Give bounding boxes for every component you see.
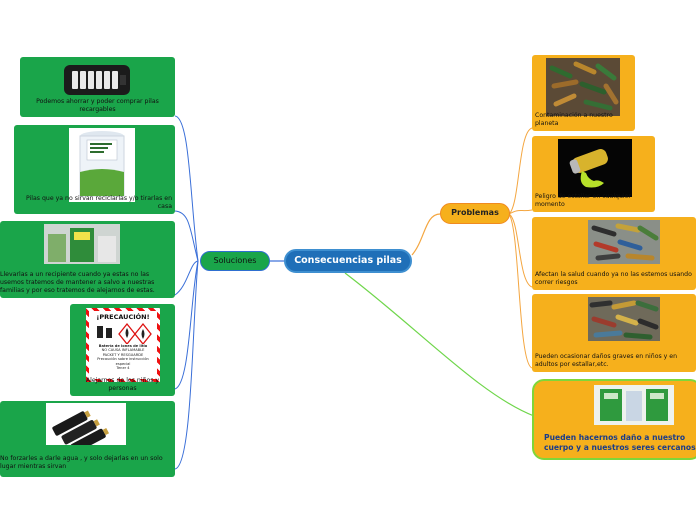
collection-bin-image: [44, 224, 120, 264]
solution-card-2[interactable]: Pilas que ya no sirvan reciclarlas y/o t…: [14, 125, 175, 214]
discarded-batteries-image: [588, 297, 660, 341]
problem-card-4[interactable]: Pueden ocasionar daños graves en niños y…: [532, 294, 696, 372]
solution-text-1: Podemos ahorrar y poder comprar pilas re…: [36, 98, 159, 113]
problem-card-1[interactable]: Contaminación a nuestro planeta: [532, 55, 635, 131]
caution-line-2: NO CAUSA INFLAMABLE: [101, 348, 145, 353]
link-solution-3: [174, 260, 199, 296]
rechargeable-batteries-image: [64, 65, 130, 95]
solution-text-4: Alejarnos de los niños y personas: [85, 377, 160, 392]
battery-pile-image: [546, 58, 620, 116]
link-problem-4: [508, 213, 533, 369]
problem-text-2: Peligro de estallar en cualquier momento: [535, 193, 631, 208]
solution-text-5: No forzarles a darle agua , y solo dejar…: [0, 455, 163, 470]
caution-line-3: PACKET Y RESGUARDE: [102, 352, 144, 357]
floating-topic-text: Pueden hacernos daño a nuestro cuerpo y …: [544, 433, 696, 452]
solutions-branch-label: Soluciones: [213, 256, 257, 265]
floating-topic-card[interactable]: Pueden hacernos daño a nuestro cuerpo y …: [532, 379, 696, 460]
link-solution-2: [174, 210, 199, 262]
recycling-container-image: [69, 128, 135, 202]
link-center-floating: [344, 272, 535, 417]
link-center-problems: [411, 213, 441, 256]
used-batteries-image: [588, 220, 660, 264]
solution-card-4[interactable]: ¡PRECAUCIÓN! Batería de iones de litio N…: [70, 304, 175, 396]
link-solution-1: [174, 115, 199, 262]
central-topic[interactable]: Consecuencias pilas: [284, 249, 412, 273]
aa-batteries-image: [46, 403, 126, 445]
solution-card-1[interactable]: Podemos ahorrar y poder comprar pilas re…: [20, 57, 175, 117]
hazard-icon: [97, 322, 152, 344]
recycling-bins-image: [594, 385, 674, 425]
link-solution-5: [174, 260, 199, 470]
problem-card-3[interactable]: Afectan la salud cuando ya no las estemo…: [532, 217, 696, 290]
caution-sign-image: ¡PRECAUCIÓN! Batería de iones de litio N…: [86, 308, 160, 382]
link-problem-3: [508, 213, 533, 288]
caution-line-4: Precaución sobre instrucción especial: [97, 357, 149, 366]
solution-text-3: Llevarlas a un recipiente cuando ya esta…: [0, 271, 155, 294]
link-solution-4: [174, 260, 199, 390]
solution-card-3[interactable]: Llevarlas a un recipiente cuando ya esta…: [0, 221, 175, 298]
solution-card-5[interactable]: No forzarles a darle agua , y solo dejar…: [0, 401, 175, 477]
solutions-branch-node[interactable]: Soluciones: [200, 251, 270, 271]
problems-branch-label: Problemas: [451, 208, 499, 217]
caution-title: ¡PRECAUCIÓN!: [96, 313, 150, 321]
caution-line-1: Batería de iones de litio: [98, 344, 148, 348]
link-problem-1: [508, 127, 533, 215]
caution-line-5: Tener 4: [116, 366, 130, 371]
problem-card-2[interactable]: Peligro de estallar en cualquier momento: [532, 136, 655, 212]
problems-branch-node[interactable]: Problemas: [440, 203, 510, 224]
leaking-battery-image: [558, 139, 632, 197]
problem-text-4: Pueden ocasionar daños graves en niños y…: [535, 353, 678, 368]
solution-text-2: Pilas que ya no sirvan reciclarlas y/o t…: [25, 195, 172, 210]
link-problem-2: [508, 209, 533, 215]
problem-text-1: Contaminación a nuestro planeta: [535, 112, 613, 127]
problem-text-3: Afectan la salud cuando ya no las estemo…: [535, 271, 692, 286]
